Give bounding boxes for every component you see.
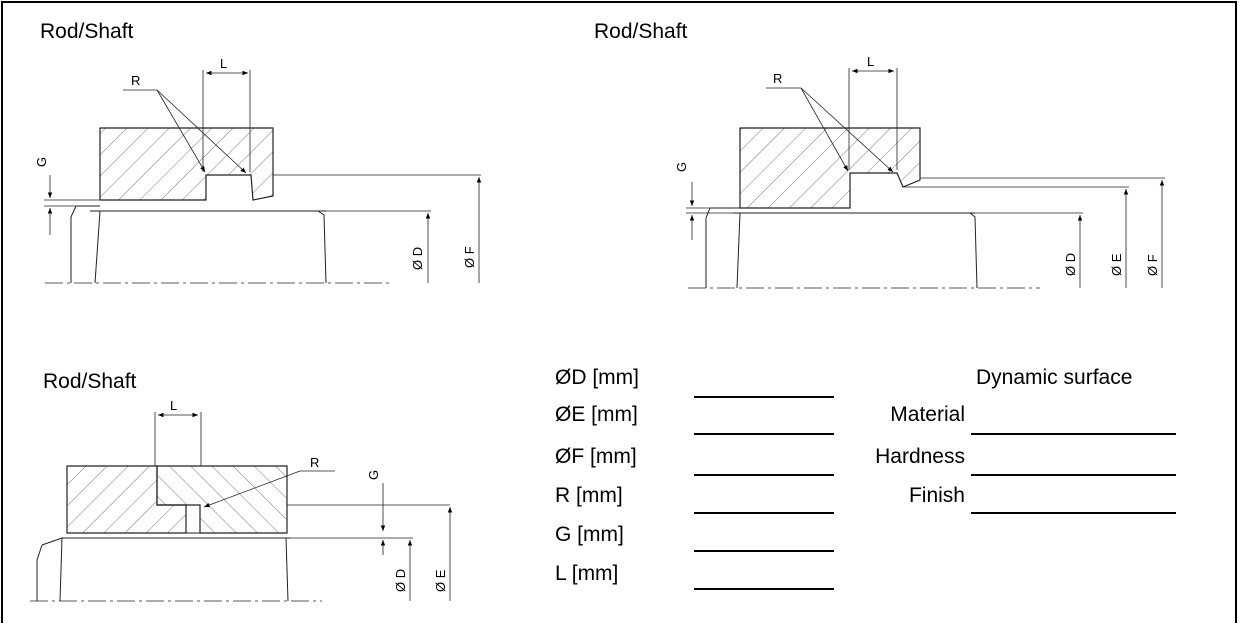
dim-label-d: ØD [mm] — [555, 366, 639, 389]
dim-field-r[interactable] — [694, 512, 834, 514]
label-e-bottom-left: Ø E — [433, 569, 448, 592]
label-g-top-left: G — [34, 157, 49, 167]
dim-label-f: ØF [mm] — [555, 445, 637, 468]
surface-label-material: Material — [890, 403, 965, 426]
label-f-top-left: Ø F — [462, 246, 477, 268]
dim-field-f[interactable] — [694, 474, 834, 476]
panel-title-bottom-left: Rod/Shaft — [43, 370, 137, 393]
label-l-top-left: L — [220, 56, 227, 71]
dim-field-e[interactable] — [694, 433, 834, 435]
panel-title-top-right: Rod/Shaft — [594, 20, 688, 43]
seal-body-top-left — [99, 127, 274, 201]
dim-field-g[interactable] — [694, 550, 834, 552]
label-r-bottom-left: R — [310, 455, 319, 470]
dim-label-r: R [mm] — [555, 484, 623, 507]
label-g-bottom-left: G — [366, 470, 381, 480]
surface-section-title: Dynamic surface — [976, 366, 1133, 389]
label-l-top-right: L — [867, 54, 874, 69]
label-r-top-right: R — [773, 71, 782, 86]
dim-label-g: G [mm] — [555, 523, 624, 546]
drawing-top-left — [44, 70, 482, 284]
label-e-top-right: Ø E — [1109, 253, 1124, 276]
dim-field-l[interactable] — [694, 588, 834, 590]
surface-field-hardness[interactable] — [971, 474, 1176, 476]
label-l-bottom-left: L — [170, 398, 177, 413]
seal-body-top-right — [739, 127, 921, 209]
label-f-top-right: Ø F — [1145, 254, 1160, 276]
label-g-top-right: G — [674, 162, 689, 172]
dim-label-l: L [mm] — [555, 562, 619, 585]
surface-label-finish: Finish — [908, 484, 965, 507]
label-d-top-left: Ø D — [410, 247, 425, 270]
label-r-top-left: R — [131, 73, 140, 88]
surface-label-hardness: Hardness — [875, 445, 965, 468]
dim-label-e: ØE [mm] — [555, 403, 638, 426]
drawing-top-right — [686, 68, 1165, 289]
label-d-top-right: Ø D — [1063, 253, 1078, 276]
drawing-bottom-left — [30, 412, 453, 602]
panel-title-top-left: Rod/Shaft — [40, 20, 134, 43]
surface-field-finish[interactable] — [971, 512, 1176, 514]
surface-field-material[interactable] — [971, 433, 1176, 435]
dim-field-d[interactable] — [694, 396, 834, 398]
label-d-bottom-left: Ø D — [393, 569, 408, 592]
